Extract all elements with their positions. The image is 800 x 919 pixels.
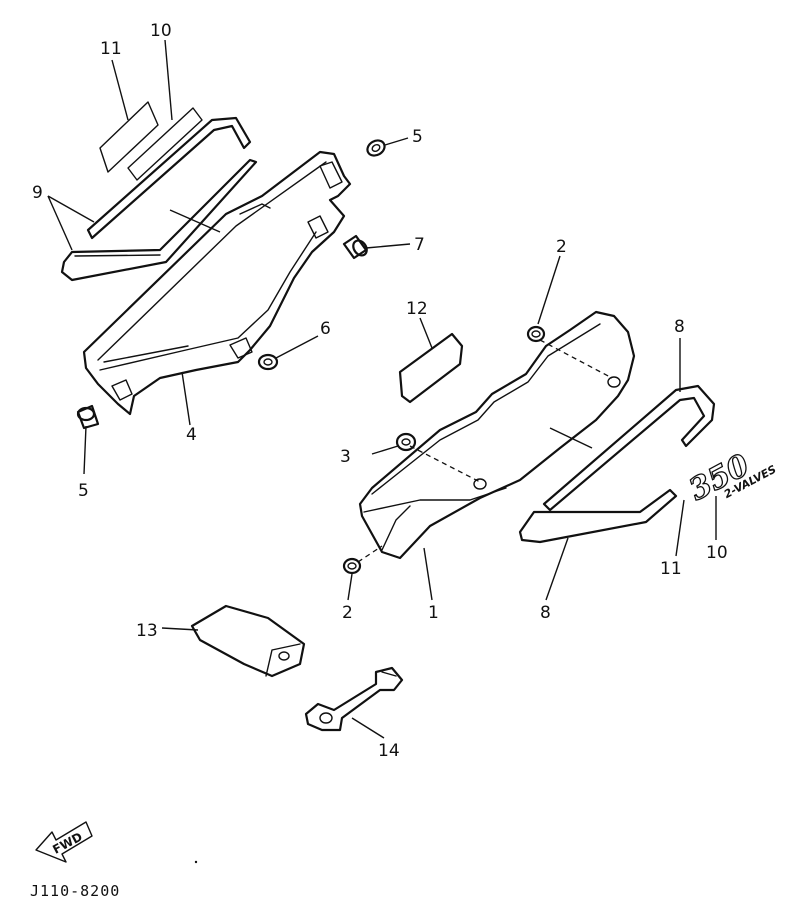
callout-2-bottom: 2	[342, 603, 353, 623]
callout-8-top: 8	[674, 317, 685, 337]
leader-1-body	[549, 427, 593, 449]
callout-2-top: 2	[556, 237, 567, 257]
part-5-grommet-top	[366, 139, 386, 157]
leader-7	[365, 243, 411, 249]
part-14-strap	[304, 666, 404, 732]
part-2-grommet-bottom	[342, 557, 362, 575]
callout-3: 3	[340, 447, 351, 467]
callout-13: 13	[136, 621, 158, 641]
leader-2-bottom	[347, 573, 353, 601]
leader-9b	[47, 195, 73, 251]
callout-1: 1	[428, 603, 439, 623]
leader-4	[181, 371, 191, 426]
leader-11-right	[675, 499, 685, 557]
part-12-plate	[398, 332, 464, 404]
leader-11-top	[111, 59, 129, 121]
part-13-pouch	[190, 604, 306, 678]
part-1-side-cover	[358, 310, 636, 560]
part-5-grommet-bottom	[76, 404, 100, 430]
forward-arrow-icon: FWD	[35, 821, 93, 863]
callout-11-top: 11	[100, 39, 122, 59]
part-7-collar	[342, 234, 368, 260]
guide-line-grommet-top	[539, 339, 613, 379]
callout-4: 4	[186, 425, 197, 445]
callout-11-right: 11	[660, 559, 682, 579]
leader-14	[351, 717, 385, 739]
part-4-side-cover	[82, 150, 352, 416]
guide-line-grommet-3	[409, 445, 481, 483]
callout-12: 12	[406, 299, 428, 319]
part-10-decal-top	[127, 107, 203, 181]
diagram-code: J110-8200	[30, 882, 120, 900]
emblem-350: 350 2-VALVES	[683, 447, 779, 509]
stray-dot	[194, 860, 198, 864]
part-8-stripes	[518, 384, 716, 544]
callout-7: 7	[414, 235, 425, 255]
leader-2-top	[537, 255, 561, 325]
part-9-stripes	[60, 116, 258, 282]
leader-1	[423, 547, 433, 601]
part-11-decal-top	[99, 101, 159, 173]
leader-12	[419, 317, 433, 349]
callout-8-bottom: 8	[540, 603, 551, 623]
callout-5-top: 5	[412, 127, 423, 147]
leader-5-top	[384, 137, 409, 146]
leader-8-bottom	[545, 537, 569, 601]
callout-5-bottom: 5	[78, 481, 89, 501]
callout-6: 6	[320, 319, 331, 339]
leader-10-top	[164, 39, 173, 121]
leader-3	[371, 445, 399, 455]
callout-10-top: 10	[150, 21, 172, 41]
callout-14: 14	[378, 741, 400, 761]
part-2-grommet-top	[526, 325, 546, 343]
leader-5-plate	[169, 209, 221, 233]
part-3-grommet	[395, 432, 417, 452]
callout-9: 9	[32, 183, 43, 203]
leader-13	[161, 627, 199, 631]
part-6-grommet	[257, 353, 279, 371]
guide-line-grommet-bottom	[357, 545, 383, 563]
leader-9a	[47, 195, 95, 223]
callout-10-right: 10	[706, 543, 728, 563]
leader-5-bottom	[83, 425, 87, 475]
leader-6	[275, 335, 319, 359]
